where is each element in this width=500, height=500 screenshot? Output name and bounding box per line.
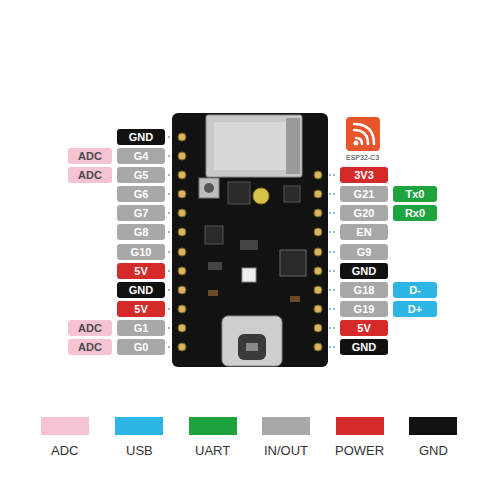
power-pin-label: 5V [117,301,165,317]
io-pin-label: G10 [117,244,165,260]
test-pad [253,188,269,204]
pin-name: ADC [78,342,102,353]
pin-name: Rx0 [405,208,425,219]
pin-name: 3V3 [354,170,374,181]
power-pin-label: 5V [117,263,165,279]
pin-name: G6 [134,189,149,200]
reset-button [199,178,219,198]
logo-dot [354,141,359,146]
io-pin-label: G0 [117,339,165,355]
legend-swatch [409,417,457,435]
pin-name: G4 [134,151,149,162]
io-pin-label: EN [340,224,388,240]
pin-name: Tx0 [406,189,425,200]
usb-c-connector [222,316,282,366]
gnd-pin-label: GND [340,339,388,355]
legend-text: USB [126,443,153,458]
io-pin-label: G19 [340,301,388,317]
uart-tag: Tx0 [393,186,437,202]
pin-name: GND [352,266,376,277]
io-pin-label: G6 [117,186,165,202]
legend-swatch [41,417,89,435]
gnd-pin-label: GND [117,282,165,298]
chip [280,250,306,276]
legend-swatch [115,417,163,435]
usb-c-tongue [246,343,258,351]
pin-name: ADC [78,323,102,334]
io-pin-label: G7 [117,205,165,221]
chip [228,182,250,204]
io-pin-label: G18 [340,282,388,298]
usb-c-port [238,334,266,360]
pin-name: G0 [134,342,149,353]
chip [205,226,223,244]
pin-name: G21 [354,189,375,200]
chip [284,186,300,202]
pin-name: GND [352,342,376,353]
pin-name: G7 [134,208,149,219]
adc-tag: ADC [68,167,112,183]
espressif-logo [346,117,380,151]
rgb-led [242,268,256,282]
legend-swatch [262,417,310,435]
gnd-pin-label: GND [340,263,388,279]
pin-name: D- [409,285,421,296]
uart-tag: Rx0 [393,205,437,221]
legend-text: GND [419,443,448,458]
pin-name: G5 [134,170,149,181]
legend-text: POWER [335,443,384,458]
antenna [286,118,300,174]
io-pin-label: G8 [117,224,165,240]
pin-name: EN [356,227,371,238]
component [208,262,222,270]
legend-swatch [189,417,237,435]
gnd-pin-label: GND [117,129,165,145]
adc-tag: ADC [68,320,112,336]
pin-name: GND [129,285,153,296]
pin-name: D+ [408,304,422,315]
legend-text: IN/OUT [264,443,308,458]
pin-name: G19 [354,304,375,315]
adc-tag: ADC [68,339,112,355]
button-cap [204,183,214,193]
pin-name: G8 [134,227,149,238]
pin-name: G20 [354,208,375,219]
io-pin-label: G20 [340,205,388,221]
pin-name: 5V [357,323,370,334]
adc-tag: ADC [68,148,112,164]
io-pin-label: G21 [340,186,388,202]
pin-name: ADC [78,170,102,181]
pin-name: G10 [131,247,152,258]
pin-name: ADC [78,151,102,162]
legend-text: ADC [51,443,78,458]
legend-text: UART [195,443,230,458]
pin-name: G9 [357,247,372,258]
io-pin-label: G1 [117,320,165,336]
shield-lid [214,122,294,170]
component [240,240,258,250]
legend-swatch [336,417,384,435]
rf-shield [206,115,302,177]
chip-name: ESP32-C3 [346,154,379,161]
io-pin-label: G4 [117,148,165,164]
pin-name: 5V [134,304,147,315]
pin-name: G1 [134,323,149,334]
usb-tag: D+ [393,301,437,317]
usb-tag: D- [393,282,437,298]
power-pin-label: 5V [340,320,388,336]
pin-name: GND [129,132,153,143]
component [208,290,218,296]
pin-name: 5V [134,266,147,277]
io-pin-label: G5 [117,167,165,183]
pcb [172,113,328,367]
pin-name: G18 [354,285,375,296]
power-pin-label: 3V3 [340,167,388,183]
component [290,296,300,302]
io-pin-label: G9 [340,244,388,260]
